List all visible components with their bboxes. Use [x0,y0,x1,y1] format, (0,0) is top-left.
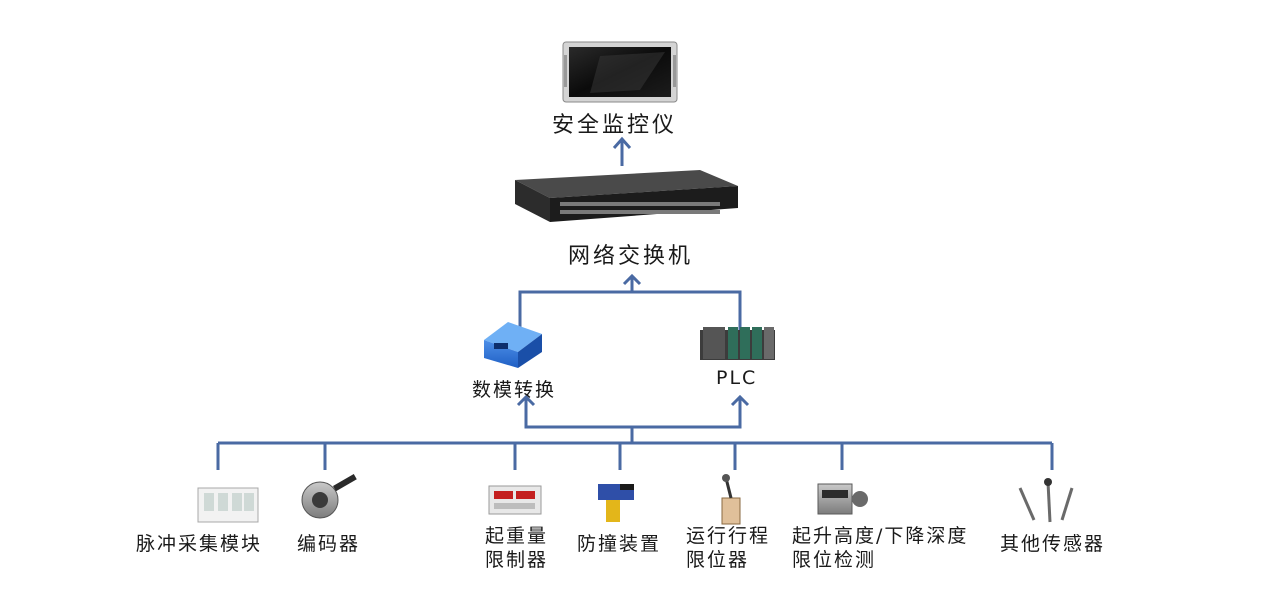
travel-limit-label-line1: 运行行程 [686,525,771,547]
other-sensors-label: 其他传感器 [1000,533,1106,555]
pulse-module-label: 脉冲采集模块 [136,533,263,555]
height-limit-label: 起升高度/下降深度 限位检测 [792,524,968,572]
converter-module-icon [484,322,542,368]
connector-lines [216,136,1054,470]
load-limiter-label: 起重量 限制器 [485,524,548,572]
monitor-icon [562,41,678,103]
encoder-label: 编码器 [297,533,361,555]
anticollision-sensor-icon [598,484,634,522]
encoder-icon [301,474,357,519]
plc-label: PLC [716,367,758,389]
height-limit-label-line2: 限位检测 [792,549,877,571]
pulse-module-icon [197,487,259,523]
load-limiter-icon [488,485,542,515]
switch-label: 网络交换机 [568,244,694,269]
monitor-label: 安全监控仪 [552,113,678,138]
travel-limit-label: 运行行程 限位器 [686,524,770,572]
network-switch-icon [515,170,738,222]
anticollision-label: 防撞装置 [577,533,662,555]
load-limiter-label-line1: 起重量 [485,525,549,547]
height-limit-motor-icon [817,483,868,515]
height-limit-label-line1: 起升高度/下降深度 [792,525,969,547]
plc-rack-icon [700,327,775,360]
travel-limit-switch-icon [721,474,741,525]
sensor-probes-icon [1018,478,1074,523]
converter-label: 数模转换 [472,379,557,401]
load-limiter-label-line2: 限制器 [485,549,549,571]
travel-limit-label-line2: 限位器 [686,549,750,571]
